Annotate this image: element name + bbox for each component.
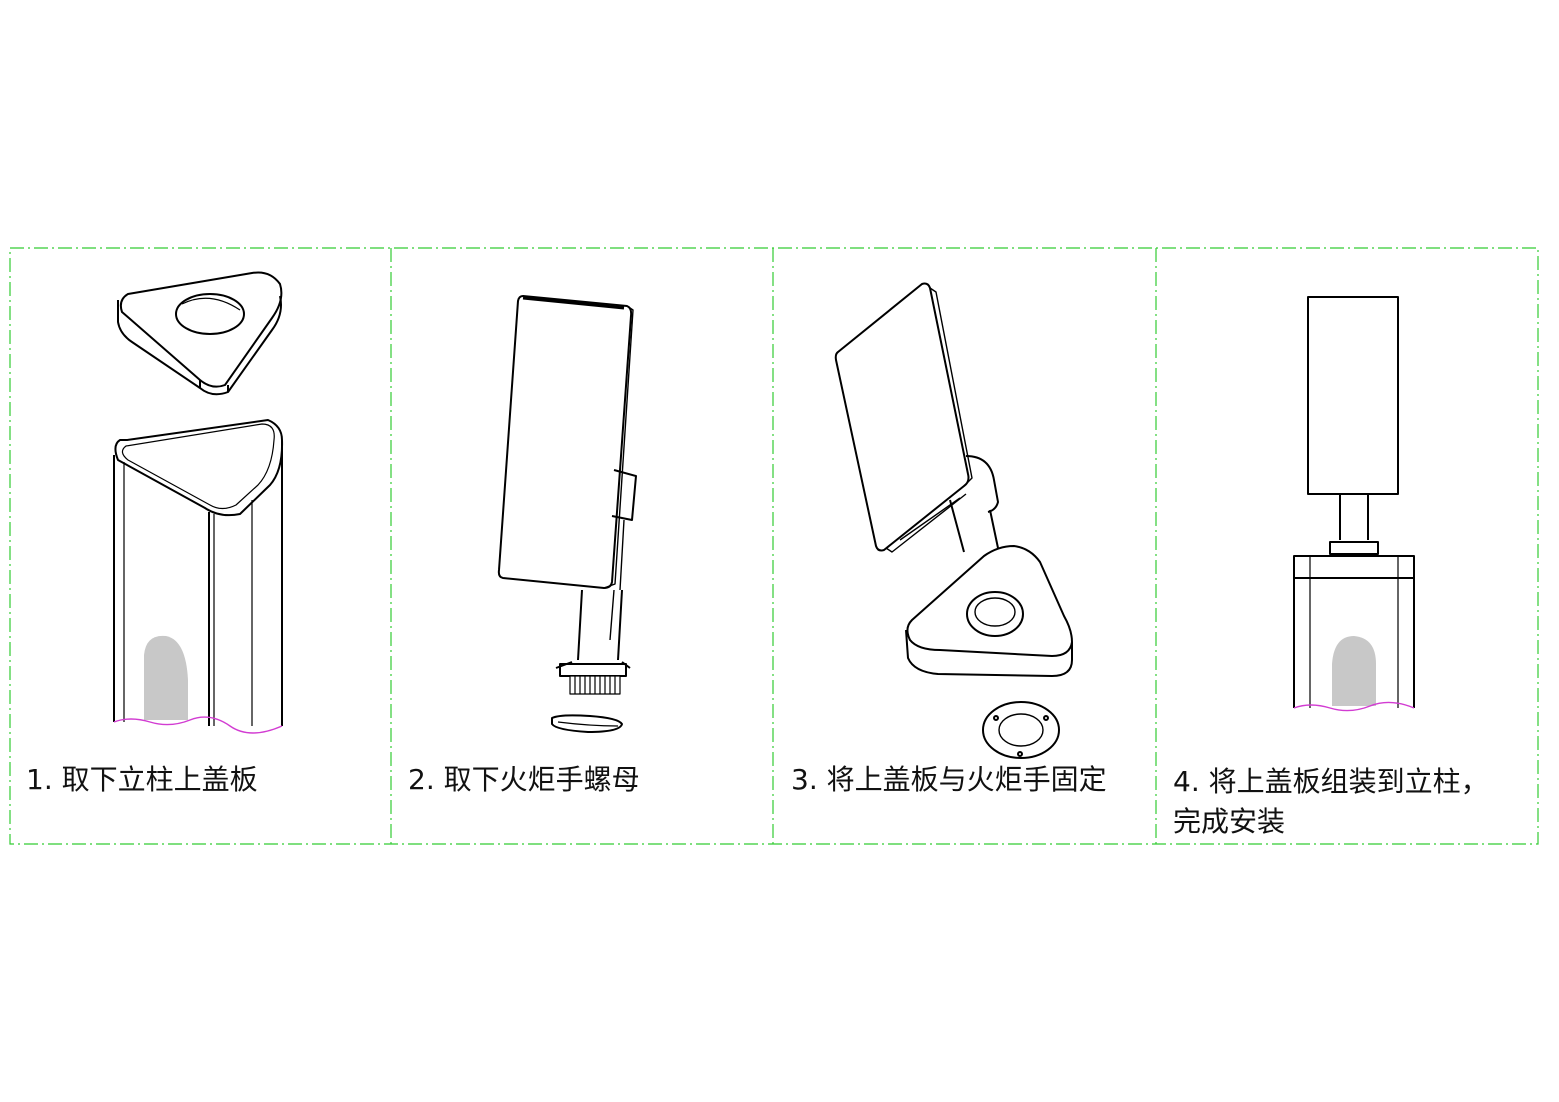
torch-arm xyxy=(899,455,999,553)
column xyxy=(113,419,284,734)
cover-plate xyxy=(905,545,1073,677)
panel-border xyxy=(9,247,1539,845)
display-panel xyxy=(1307,296,1399,495)
panel-grid xyxy=(9,247,1539,845)
step-1-caption: 1. 取下立柱上盖板 xyxy=(26,763,258,796)
thread xyxy=(569,675,621,695)
torch-arm xyxy=(555,469,637,695)
break-line xyxy=(113,716,283,734)
cover-plate xyxy=(117,271,283,396)
cover-plate-hole xyxy=(966,591,1024,637)
step-4-caption: 4. 将上盖板组装到立柱， 完成安装 xyxy=(1173,765,1489,838)
cover-plate-hole xyxy=(175,293,245,335)
column-cutout xyxy=(1332,636,1376,706)
display-panel xyxy=(497,295,634,589)
step4-illustration xyxy=(1293,296,1415,712)
step3-illustration xyxy=(834,282,1073,759)
break-line xyxy=(1293,701,1415,712)
column-cutout xyxy=(144,635,188,720)
step2-illustration xyxy=(497,295,637,733)
column xyxy=(1293,555,1415,712)
step-2-caption: 2. 取下火炬手螺母 xyxy=(408,763,640,796)
nut xyxy=(982,701,1060,759)
nut xyxy=(551,714,623,733)
step1-illustration xyxy=(113,271,284,734)
step-3-caption: 3. 将上盖板与火炬手固定 xyxy=(791,763,1107,796)
torch-arm xyxy=(1329,494,1379,555)
display-panel xyxy=(834,282,973,553)
